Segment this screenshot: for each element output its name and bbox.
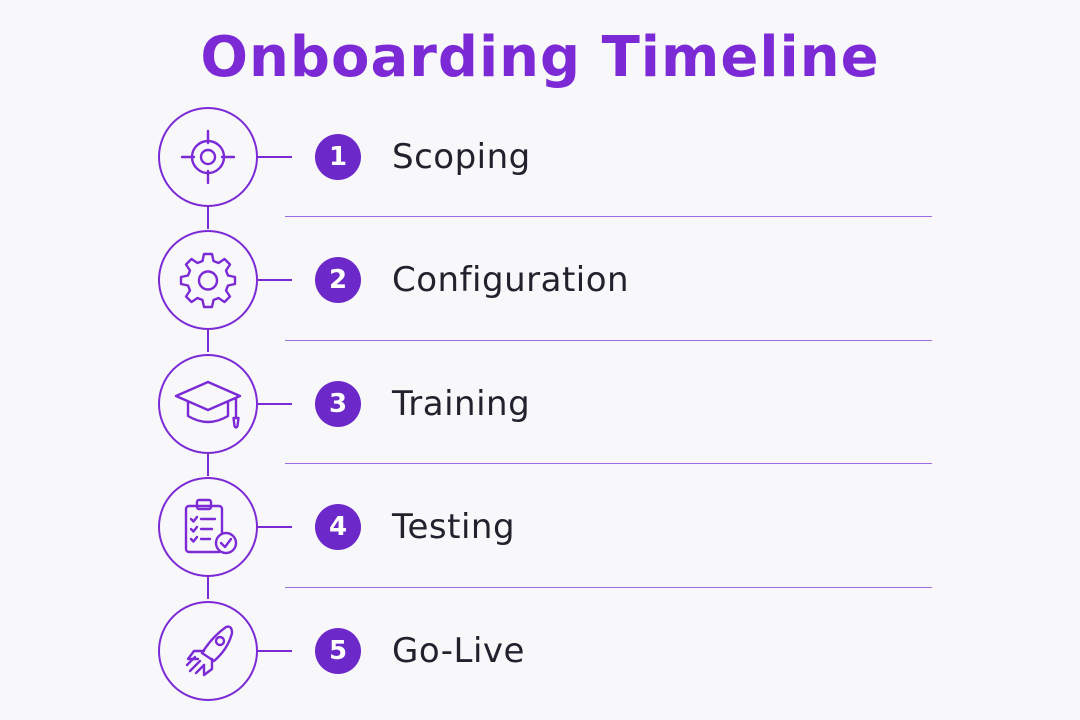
page-title: Onboarding Timeline bbox=[200, 25, 880, 90]
target-icon bbox=[180, 129, 236, 185]
step-node-go-live bbox=[158, 601, 258, 701]
timeline-spine-segment bbox=[207, 205, 209, 229]
clipboard-check-icon bbox=[184, 498, 238, 555]
step-node-scoping bbox=[158, 107, 258, 207]
step-connector bbox=[258, 526, 292, 528]
rocket-icon bbox=[185, 625, 234, 677]
step-number-badge: 4 bbox=[315, 504, 361, 550]
step-node-configuration bbox=[158, 230, 258, 330]
step-divider bbox=[285, 216, 932, 217]
step-node-training bbox=[158, 354, 258, 454]
step-label: Scoping bbox=[392, 137, 531, 177]
step-number-badge: 5 bbox=[315, 628, 361, 674]
timeline-spine-segment bbox=[207, 328, 209, 352]
step-connector bbox=[258, 279, 292, 281]
step-divider bbox=[285, 340, 932, 341]
step-label: Configuration bbox=[392, 260, 630, 300]
timeline-spine-segment bbox=[207, 575, 209, 599]
step-number-badge: 3 bbox=[315, 381, 361, 427]
step-label: Testing bbox=[392, 507, 516, 547]
step-connector bbox=[258, 650, 292, 652]
step-number-badge: 1 bbox=[315, 134, 361, 180]
step-label: Training bbox=[392, 384, 531, 424]
timeline-spine-segment bbox=[207, 452, 209, 476]
step-node-testing bbox=[158, 477, 258, 577]
graduation-cap-icon bbox=[174, 380, 242, 429]
gear-icon bbox=[179, 252, 237, 309]
step-label: Go-Live bbox=[392, 631, 525, 671]
step-connector bbox=[258, 156, 292, 158]
step-connector bbox=[258, 403, 292, 405]
step-number-badge: 2 bbox=[315, 257, 361, 303]
step-divider bbox=[285, 587, 932, 588]
step-divider bbox=[285, 463, 932, 464]
